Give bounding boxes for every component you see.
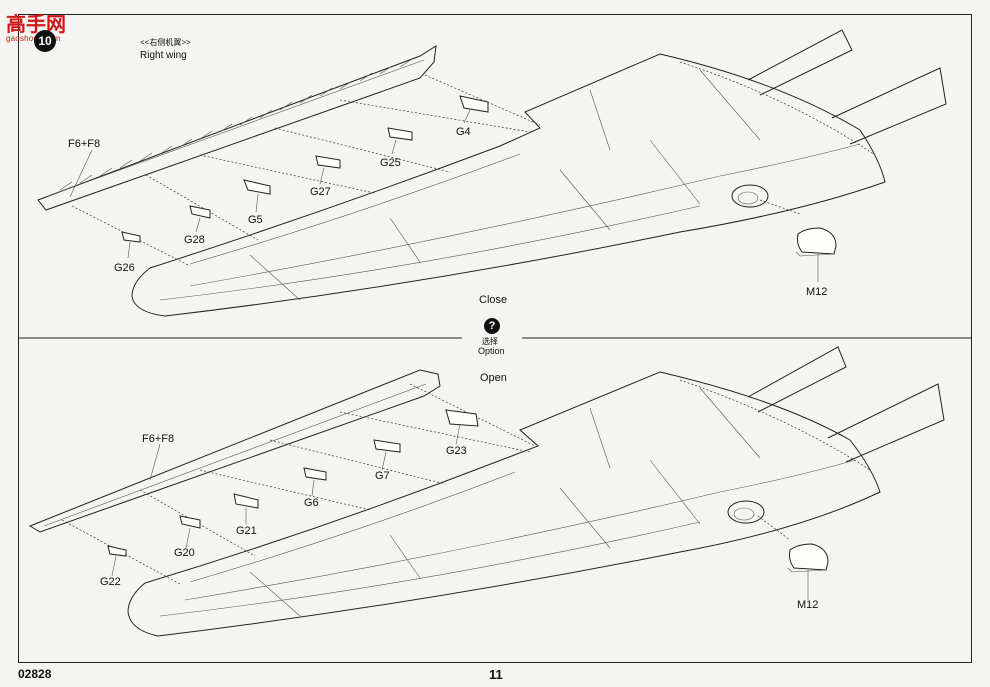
label-close-g27: G27: [310, 186, 331, 198]
label-close-m12: M12: [806, 286, 828, 298]
label-open-g7: G7: [375, 470, 390, 482]
watermark-title: 高手网: [6, 14, 66, 36]
page-number: 11: [489, 667, 503, 682]
label-close-g28: G28: [184, 234, 205, 246]
label-close-g26: G26: [114, 262, 135, 274]
close-label: Close: [479, 294, 508, 306]
option-info-icon: ?: [484, 318, 500, 334]
label-close-g5: G5: [248, 214, 263, 226]
bottom-panel-frame: [18, 338, 972, 663]
option-label-en: Option: [478, 346, 505, 356]
top-panel-frame: [18, 14, 972, 339]
section-title-cn: <<右侧机翼>>: [140, 38, 191, 47]
step-number-badge: 10: [34, 30, 56, 52]
label-open-g20: G20: [174, 547, 195, 559]
option-label-cn: 选择: [482, 337, 498, 346]
label-open-g6: G6: [304, 497, 319, 509]
wing-open: [28, 346, 945, 637]
wing-closed: [37, 29, 947, 317]
label-open-f6-f8: F6+F8: [142, 433, 175, 445]
section-title-en: Right wing: [140, 50, 187, 61]
label-close-g25: G25: [380, 157, 401, 169]
document-code: 02828: [18, 667, 52, 681]
label-open-g22: G22: [100, 576, 121, 588]
label-close-f6-f8: F6+F8: [68, 138, 101, 150]
label-open-g21: G21: [236, 525, 257, 537]
watermark-logo: 高手网 gaoshous.com: [4, 6, 78, 48]
label-open-m12: M12: [797, 599, 819, 611]
label-close-g4: G4: [456, 126, 471, 138]
watermark-url: gaoshous.com: [6, 34, 60, 43]
open-label: Open: [480, 372, 507, 384]
label-open-g23: G23: [446, 445, 467, 457]
